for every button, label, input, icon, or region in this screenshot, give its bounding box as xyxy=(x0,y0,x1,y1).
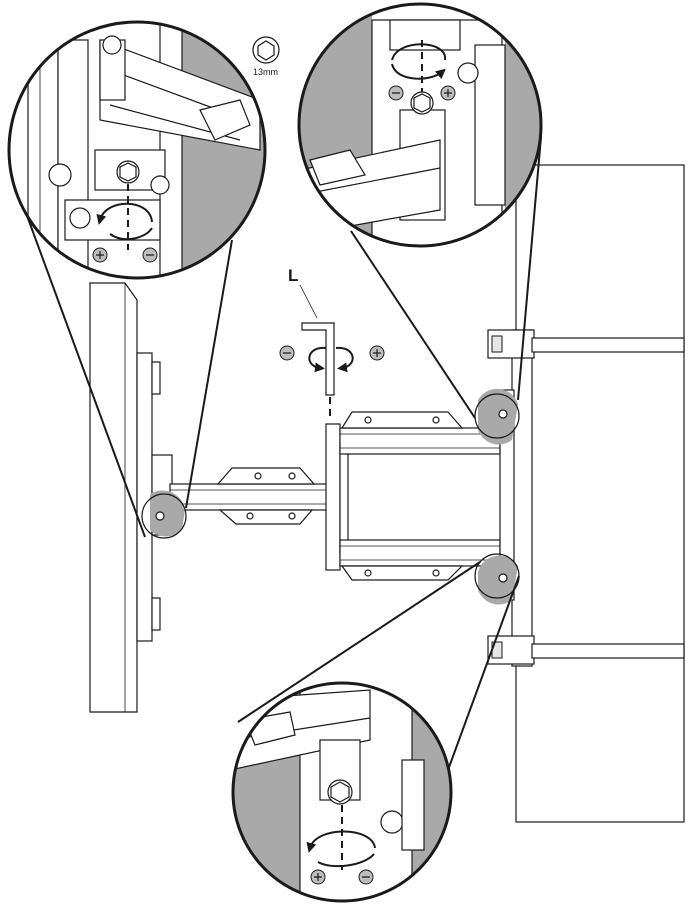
detail-marker-tv-hinge xyxy=(141,490,187,539)
wall-plate xyxy=(487,329,685,667)
allen-key-label: L xyxy=(288,266,298,285)
lower-wall-arm xyxy=(339,539,501,581)
minus-sign-icon xyxy=(279,345,295,361)
tv-side-arm xyxy=(169,467,331,525)
zoom-connector-lines xyxy=(14,136,542,771)
zoom-detail-tv-hinge xyxy=(7,20,267,280)
zoom-detail-lower-hinge xyxy=(231,681,453,903)
hex-socket-icon xyxy=(252,36,280,64)
rotation-arrows-icon xyxy=(308,346,354,373)
socket-size-label: 13mm xyxy=(253,67,278,77)
allen-key-icon xyxy=(299,284,335,420)
wall xyxy=(515,164,685,823)
detail-marker-upper-hinge xyxy=(474,388,520,445)
upper-wall-arm xyxy=(339,411,501,455)
plus-sign-icon xyxy=(369,345,385,361)
detail-marker-lower-hinge xyxy=(474,553,520,605)
